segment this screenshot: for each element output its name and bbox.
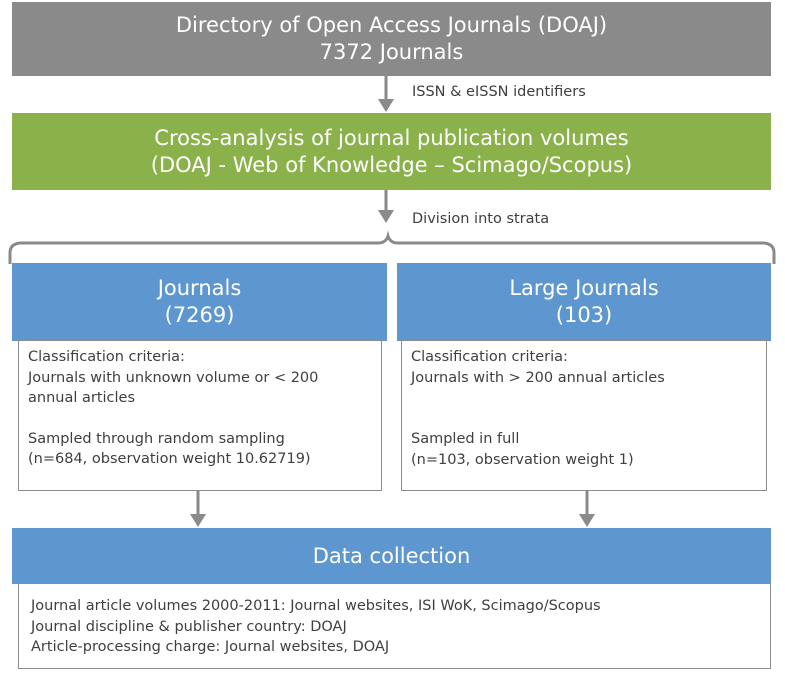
doaj-journal-count: 7372 Journals xyxy=(319,40,464,64)
data-collection-line3: Article-processing charge: Journal websi… xyxy=(31,639,390,656)
large-journals-sampling-detail: (n=103, observation weight 1) xyxy=(411,451,634,468)
step1-label: ISSN & eISSN identifiers xyxy=(412,84,586,100)
data-collection-line2: Journal discipline & publisher country: … xyxy=(31,618,347,635)
data-collection-line1: Journal article volumes 2000-2011: Journ… xyxy=(31,598,601,614)
strata-brace xyxy=(8,230,776,264)
data-collection-details: Journal article volumes 2000-2011: Journ… xyxy=(18,583,771,669)
arrow-large-to-data xyxy=(579,491,595,527)
cross-analysis-sources: (DOAJ - Web of Knowledge – Scimago/Scopu… xyxy=(150,152,633,177)
journals-sampling-method: Sampled through random sampling xyxy=(28,430,285,447)
journals-criteria-line2: annual articles xyxy=(28,390,136,407)
large-journals-criteria-title: Classification criteria: xyxy=(411,349,568,365)
cross-analysis-title: Cross-analysis of journal publication vo… xyxy=(154,125,629,150)
large-journals-title: Large Journals xyxy=(509,276,659,301)
arrow-source-to-analysis xyxy=(378,76,394,112)
cross-analysis-box: Cross-analysis of journal publication vo… xyxy=(12,113,771,190)
large-journals-details: Classification criteria: Journals with >… xyxy=(401,340,767,491)
large-journals-criteria-line1: Journals with > 200 annual articles xyxy=(411,369,665,386)
data-collection-header: Data collection xyxy=(12,528,771,584)
journals-sampling-detail: (n=684, observation weight 10.62719) xyxy=(28,451,311,468)
journals-details: Classification criteria: Journals with u… xyxy=(18,340,382,491)
journals-title: Journals xyxy=(157,276,242,301)
journals-criteria-title: Classification criteria: xyxy=(28,349,185,365)
data-collection-title: Data collection xyxy=(312,543,471,568)
journals-criteria-line1: Journals with unknown volume or < 200 xyxy=(28,369,319,386)
doaj-title: Directory of Open Access Journals (DOAJ) xyxy=(175,13,608,38)
large-journals-header: Large Journals (103) xyxy=(397,263,771,341)
large-journals-count: (103) xyxy=(555,303,613,327)
large-journals-sampling-method: Sampled in full xyxy=(411,431,520,448)
journals-count: (7269) xyxy=(164,303,235,327)
arrow-journals-to-data xyxy=(190,491,206,527)
journals-header: Journals (7269) xyxy=(12,263,387,341)
step2-label: Division into strata xyxy=(412,211,550,227)
arrow-analysis-to-strata xyxy=(378,190,394,223)
doaj-source-box: Directory of Open Access Journals (DOAJ)… xyxy=(12,2,771,76)
